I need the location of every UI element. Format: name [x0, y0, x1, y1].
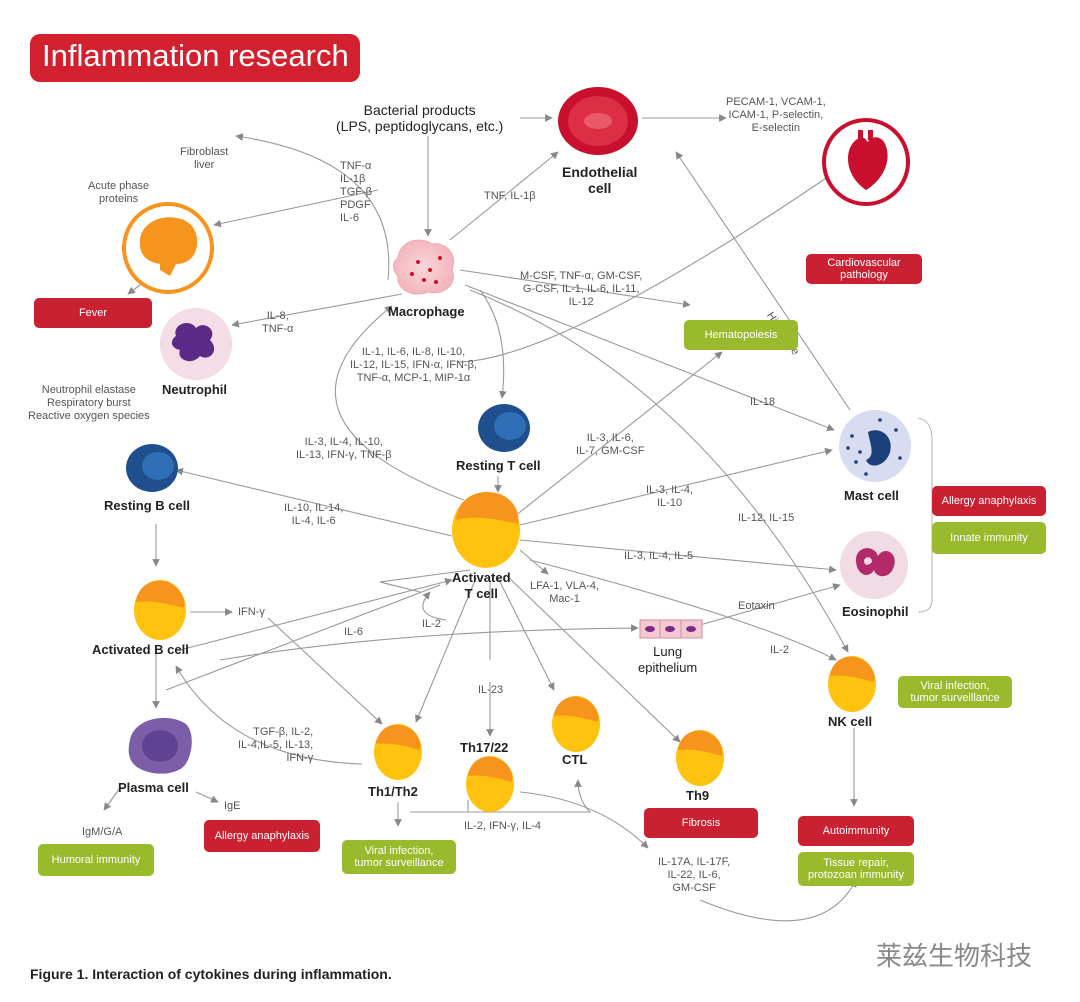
- activated-t-cell-icon: [452, 492, 520, 568]
- macrophage-icon: [393, 239, 454, 295]
- il8-tnf-label: IL-8, TNF-α: [262, 310, 294, 335]
- th1-th2-label: Th1/Th2: [368, 784, 418, 799]
- page-title: Inflammation research: [42, 38, 349, 73]
- arrows: [103, 114, 933, 922]
- il17-list-label: IL-17A, IL-17F, IL-22, IL-6, GM-CSF: [658, 856, 731, 894]
- badge-innate-immunity: Innate immunity: [932, 522, 1046, 554]
- badge-viral-nk: Viral infection, tumor surveillance: [898, 676, 1012, 708]
- badge-allergy-plasma: Allergy anaphylaxis: [204, 820, 320, 852]
- fibroblast-liver-label: Fibroblast liver: [180, 146, 229, 171]
- lung-epithelium-label: Lung epithelium: [638, 644, 698, 675]
- mast-cytokines-label: IL-3, IL-4, IL-10: [646, 484, 694, 509]
- activated-t-cell-label: Activated T cell: [452, 570, 511, 601]
- activated-b-cell-icon: [134, 580, 186, 640]
- macrophage-label: Macrophage: [388, 304, 465, 319]
- resting-b-cell-icon: [126, 444, 178, 492]
- acute-phase-label: Acute phase proteins: [88, 180, 150, 205]
- eosinophil-label: Eosinophil: [842, 604, 909, 619]
- macrophage-cytokines-label: TNF-α IL-1β TGF-β PDGF IL-6: [340, 160, 372, 224]
- neutrophil-icon: [160, 308, 232, 380]
- th17-22-cell-icon: [466, 756, 514, 812]
- interleukin-list-label: IL-1, IL-6, IL-8, IL-10, IL-12, IL-15, I…: [350, 346, 477, 384]
- endothelial-cell-icon: [558, 87, 638, 155]
- neutrophil-label: Neutrophil: [162, 382, 227, 397]
- t-cell-cytokines-label: IL-3, IL-4, IL-10, IL-13, IFN-γ, TNF-β: [296, 436, 392, 461]
- badge-autoimmunity: Autoimmunity: [798, 816, 914, 846]
- il3-il6-label: IL-3, IL-6, IL-7, GM-CSF: [576, 432, 645, 457]
- ctl-label: CTL: [562, 752, 588, 767]
- badge-fever: Fever: [34, 298, 152, 328]
- nk-cell-icon: [828, 656, 876, 712]
- badge-fibrosis: Fibrosis: [644, 808, 758, 838]
- b-cell-cytokines-label: IL-10, IL-14, IL-4, IL-6: [284, 502, 344, 527]
- activated-b-cell-label: Activated B cell: [92, 642, 189, 657]
- il23-label: IL-23: [478, 684, 504, 696]
- resting-t-cell-icon: [478, 404, 530, 452]
- badge-humoral-immunity: Humoral immunity: [38, 844, 154, 876]
- plasma-cell-label: Plasma cell: [118, 780, 189, 795]
- heart-icon: [822, 118, 910, 206]
- th17-22-label: Th17/22: [460, 740, 509, 755]
- badge-viral-th: Viral infection, tumor surveillance: [342, 840, 456, 874]
- eotaxin-label: Eotaxin: [738, 600, 775, 612]
- il2-nk-label: IL-2: [770, 644, 789, 656]
- ige-label: IgE: [224, 800, 241, 812]
- endothelial-cell-label: Endothelial cell: [562, 164, 638, 196]
- il2-ifn-il4-label: IL-2, IFN-γ, IL-4: [464, 820, 542, 832]
- badge-allergy-mast: Allergy anaphylaxis: [932, 486, 1046, 516]
- il6-label: IL-6: [344, 626, 363, 638]
- tgf-list-label: TGF-β, IL-2, IL-4,IL-5, IL-13, IFN-γ: [238, 726, 314, 764]
- th9-cell-icon: [676, 730, 724, 786]
- resting-t-cell-label: Resting T cell: [456, 458, 541, 473]
- eosinophil-icon: [840, 531, 908, 599]
- il2-loop-label: IL-2: [422, 618, 441, 630]
- mcsf-label: M-CSF, TNF-α, GM-CSF, G-CSF, IL-1, IL-6,…: [520, 270, 643, 308]
- th1-th2-cell-icon: [374, 724, 422, 780]
- th9-label: Th9: [686, 788, 710, 803]
- tnf-il1b-label: TNF, IL-1β: [484, 190, 536, 202]
- badge-cardiovascular: Cardiovascular pathology: [806, 254, 922, 284]
- ifn-gamma-label: IFN-γ: [238, 606, 265, 618]
- figure-caption: Figure 1. Interaction of cytokines durin…: [30, 966, 392, 982]
- nk-cell-label: NK cell: [828, 714, 873, 729]
- adhesion-molecules-label: PECAM-1, VCAM-1, ICAM-1, P-selectin, E-s…: [726, 96, 826, 134]
- mast-cell-label: Mast cell: [844, 488, 899, 503]
- adhesion-lfa-label: LFA-1, VLA-4, Mac-1: [530, 580, 600, 605]
- bacterial-products-label: Bacterial products (LPS, peptidoglycans,…: [336, 102, 504, 134]
- brain-icon: [122, 202, 214, 294]
- title-banner: [30, 34, 360, 82]
- plasma-cell-icon: [128, 717, 192, 774]
- eosinophil-cytokines-label: IL-3, IL-4, IL-5: [624, 550, 694, 562]
- il12-il15-label: IL-12, IL-15: [738, 512, 795, 524]
- mast-cell-icon: [839, 410, 911, 482]
- lung-epithelium-icon: [639, 619, 703, 639]
- badge-tissue-repair: Tissue repair, protozoan immunity: [798, 852, 914, 886]
- resting-b-cell-label: Resting B cell: [104, 498, 190, 513]
- watermark-text: 莱兹生物科技: [876, 941, 1033, 971]
- ctl-cell-icon: [552, 696, 600, 752]
- igmga-label: IgM/G/A: [82, 826, 123, 838]
- il18-label: IL-18: [750, 396, 776, 408]
- neutrophil-effects-label: Neutrophil elastase Respiratory burst Re…: [28, 384, 150, 422]
- badge-hematopoiesis: Hematopoiesis: [684, 320, 798, 350]
